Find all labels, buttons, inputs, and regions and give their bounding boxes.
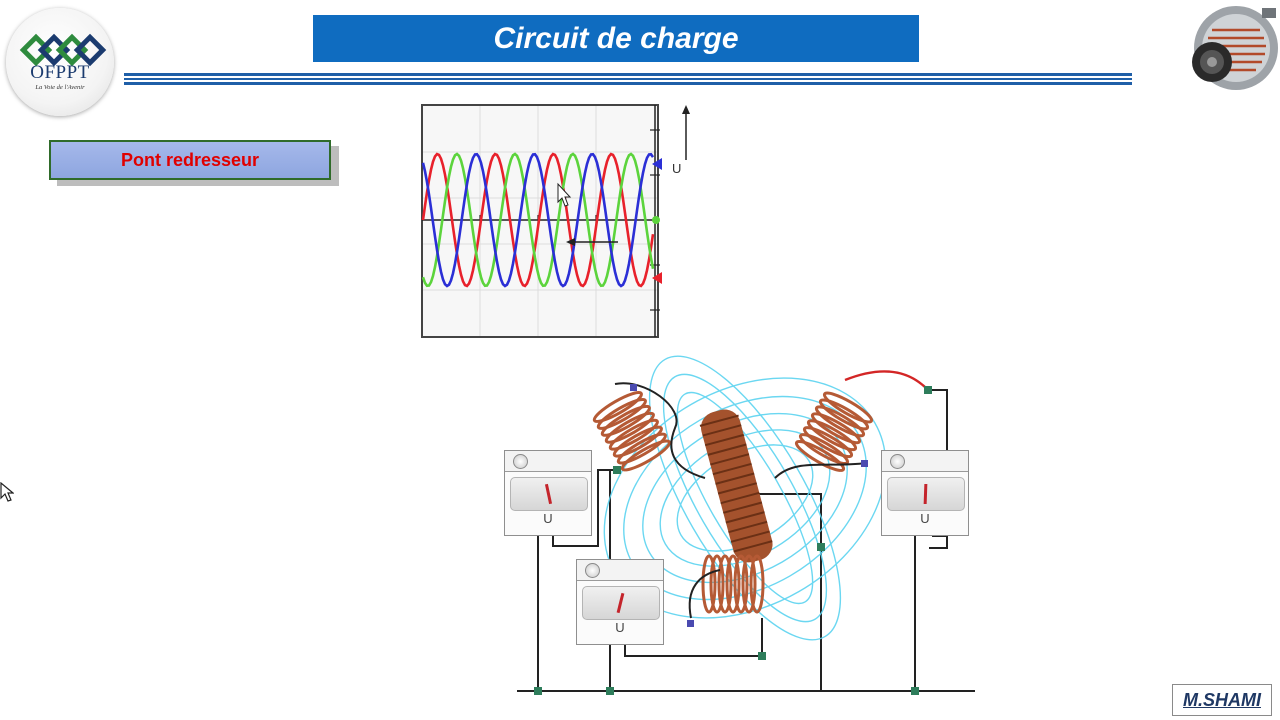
marker-blue-icon <box>652 158 662 170</box>
logo-text: OFPPT <box>30 62 90 83</box>
author-box: M.SHAMI <box>1172 684 1272 716</box>
mouse-cursor-icon <box>557 182 572 207</box>
meter-knob-icon[interactable] <box>890 454 905 469</box>
marker-green-icon <box>652 216 660 224</box>
meter-label: U <box>543 511 553 526</box>
marker-red-icon <box>652 272 662 284</box>
alternator-image <box>1192 6 1278 90</box>
meter-label: U <box>920 511 930 526</box>
page-title: Circuit de charge <box>313 15 919 62</box>
trace-green <box>421 152 655 288</box>
logo-motto: La Voie de l'Avenir <box>35 84 85 91</box>
author-label: M.SHAMI <box>1183 690 1261 710</box>
pont-redresseur-button[interactable]: Pont redresseur <box>49 140 331 180</box>
trace-red <box>421 152 655 288</box>
oscilloscope: U <box>421 104 690 338</box>
ofppt-logo: OFPPT La Voie de l'Avenir <box>6 8 114 116</box>
title-underline <box>124 73 1132 85</box>
meter-needle <box>544 483 553 505</box>
voltmeter-right: U <box>881 450 969 536</box>
meter-label: U <box>615 620 625 635</box>
three-phase-generator-diagram: U U U <box>495 318 985 718</box>
u-axis-label: U <box>672 161 681 176</box>
voltmeter-left: U <box>504 450 592 536</box>
meter-needle <box>616 592 625 614</box>
logo-emblem-icon <box>19 33 107 67</box>
meter-knob-icon[interactable] <box>585 563 600 578</box>
meter-needle <box>923 483 928 505</box>
voltmeter-bottom: U <box>576 559 664 645</box>
trace-blue <box>421 152 655 288</box>
meter-knob-icon[interactable] <box>513 454 528 469</box>
mouse-cursor-icon <box>0 482 14 502</box>
